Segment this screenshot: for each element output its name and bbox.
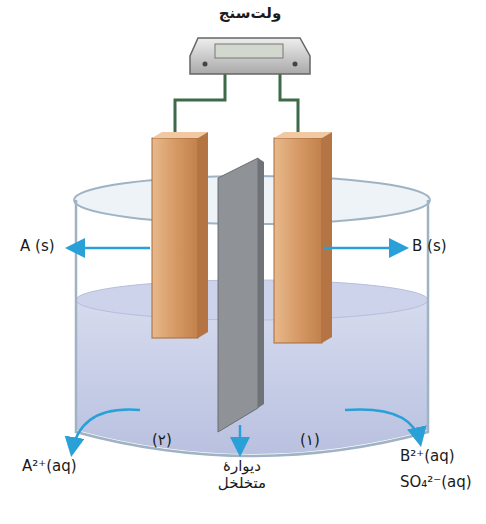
compartment-number: (۱) [300,432,320,449]
ion-label: B²⁺(aq) [400,448,455,465]
ion-label: SO₄²⁻(aq) [400,474,472,491]
electrode-label: A (s) [20,238,55,255]
porous-wall-label: دیوارهٔ متخلخل [200,458,284,493]
device-label: ولت‌سنج [186,4,314,22]
compartment-number: (۲) [152,432,172,449]
electrode-label: B (s) [412,238,447,255]
ion-label: A²⁺(aq) [22,458,77,475]
voltmeter: ولت‌سنج [186,4,314,22]
